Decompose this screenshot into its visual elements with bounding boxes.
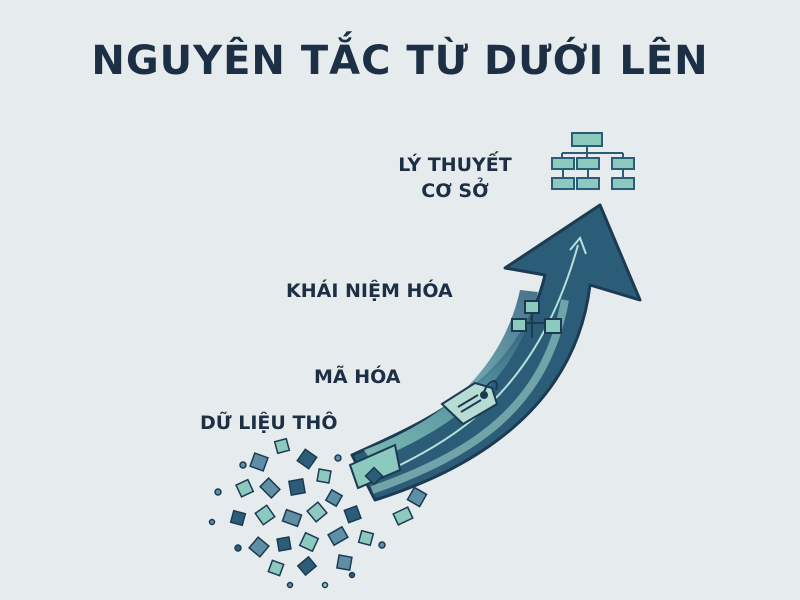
label-theory-line1: LÝ THUYẾT — [398, 154, 512, 176]
network-icon — [511, 300, 562, 338]
label-grounded-theory: LÝ THUYẾT CƠ SỞ — [390, 152, 520, 204]
label-conceptualization: KHÁI NIỆM HÓA — [286, 280, 453, 302]
label-theory-line2: CƠ SỞ — [421, 180, 489, 202]
arrow-icon — [348, 203, 642, 502]
page-title: NGUYÊN TẮC TỪ DƯỚI LÊN — [91, 38, 709, 84]
hierarchy-icon — [551, 132, 635, 190]
label-raw-data: DỮ LIỆU THÔ — [200, 412, 338, 434]
label-coding: MÃ HÓA — [314, 366, 401, 388]
fragments-icon — [208, 437, 428, 589]
tag-icon — [440, 380, 499, 426]
